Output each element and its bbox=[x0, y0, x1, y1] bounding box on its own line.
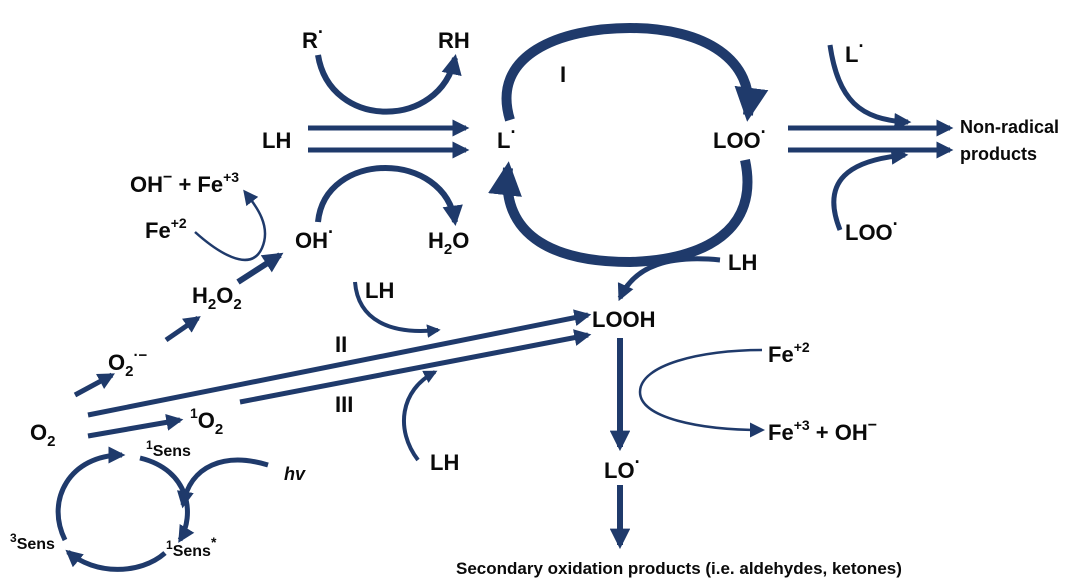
arc-lh-low bbox=[402, 370, 438, 462]
label-roman-2: II bbox=[335, 332, 347, 357]
label-fe2-left: Fe+2 bbox=[145, 215, 187, 243]
label-fe2-right: Fe+2 bbox=[768, 339, 810, 367]
cycle-1-bottom-arc bbox=[488, 158, 753, 268]
label-l-radical-center: L· bbox=[497, 122, 516, 153]
label-roman-1: I bbox=[560, 62, 566, 87]
label-oh-fe3: OH− + Fe+3 bbox=[130, 169, 239, 197]
label-lh-low: LH bbox=[430, 450, 459, 475]
arc-oh-to-h2o bbox=[315, 165, 463, 227]
arc-lh-mid bbox=[353, 281, 441, 338]
label-rh: RH bbox=[438, 28, 470, 53]
label-oh-radical: OH· bbox=[295, 222, 334, 253]
label-lo-radical: LO· bbox=[604, 452, 641, 483]
cycle-1-top-arc bbox=[501, 22, 769, 122]
label-lh-mid: LH bbox=[365, 278, 394, 303]
label-fe3-oh-right: Fe+3 + OH− bbox=[768, 417, 877, 445]
label-lh-top: LH bbox=[262, 128, 291, 153]
label-secondary-products: Secondary oxidation products (i.e. aldeh… bbox=[456, 559, 902, 578]
arrow-path-2 bbox=[87, 309, 592, 418]
sens-cycle-bottom bbox=[65, 549, 167, 572]
arc-lh-to-looh bbox=[617, 256, 721, 302]
label-looh: LOOH bbox=[592, 307, 656, 332]
arrow-h2o2-to-oh bbox=[236, 252, 284, 285]
label-hv: hv bbox=[284, 464, 306, 484]
arc-l-right bbox=[827, 44, 912, 130]
label-r-radical: R· bbox=[302, 22, 324, 53]
arrow-o2-to-singlet bbox=[87, 413, 184, 439]
arc-fe2-to-fe3-right bbox=[638, 348, 765, 438]
sens-cycle-right bbox=[139, 455, 195, 543]
label-superoxide: O2·− bbox=[108, 347, 147, 380]
label-sens3: 3Sens bbox=[10, 531, 55, 553]
arc-fe2-to-fe3-left bbox=[194, 189, 267, 262]
arrow-path-3 bbox=[239, 329, 592, 405]
label-sens1: 1Sens bbox=[146, 438, 191, 460]
label-sens1-excited: 1Sens* bbox=[166, 534, 217, 560]
arc-r-to-rh bbox=[315, 54, 462, 115]
arrow-superoxide-to-h2o2 bbox=[164, 315, 201, 343]
arc-hv bbox=[176, 457, 269, 509]
sens-cycle-left bbox=[55, 446, 126, 542]
label-l-radical-right: L· bbox=[845, 36, 864, 67]
label-nonradical-1: Non-radical bbox=[960, 117, 1059, 137]
label-singlet-o2: 1O2 bbox=[190, 405, 223, 438]
label-h2o: H2O bbox=[428, 228, 469, 258]
label-h2o2: H2O2 bbox=[192, 283, 242, 313]
label-roman-3: III bbox=[335, 392, 353, 417]
label-o2: O2 bbox=[30, 420, 55, 450]
arc-loo-right bbox=[831, 147, 909, 231]
label-loo-radical: LOO· bbox=[713, 122, 767, 153]
label-loo-radical-right: LOO· bbox=[845, 214, 899, 245]
label-nonradical-2: products bbox=[960, 144, 1037, 164]
arrow-o2-to-superoxide bbox=[73, 372, 115, 398]
label-lh-loop: LH bbox=[728, 250, 757, 275]
